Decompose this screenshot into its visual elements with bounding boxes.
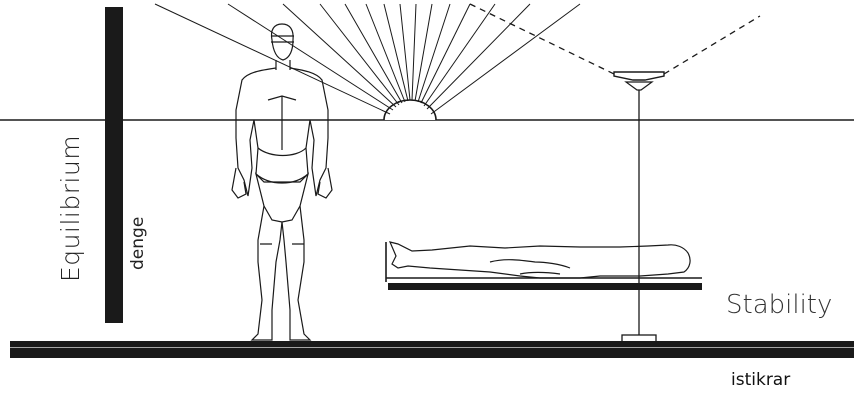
dashed-line-right: [664, 16, 760, 74]
bed-board: [388, 283, 702, 290]
tripod-lamp: [470, 4, 760, 342]
equilibrium-label: Equilibrium: [56, 135, 85, 282]
stability-label: Stability: [726, 290, 832, 320]
standing-man: [232, 24, 332, 340]
rising-sun: [155, 4, 580, 120]
dashed-line-left: [470, 4, 614, 74]
equilibrium-bar: [105, 7, 123, 323]
sun-rays: [155, 4, 580, 114]
lamp-dish: [614, 72, 664, 80]
lamp-base: [622, 335, 656, 342]
ground-bar: [10, 341, 854, 358]
legs: [252, 206, 310, 340]
lying-man: [386, 242, 702, 290]
istikrar-label: istikrar: [731, 370, 790, 390]
denge-label: denge: [128, 217, 148, 270]
